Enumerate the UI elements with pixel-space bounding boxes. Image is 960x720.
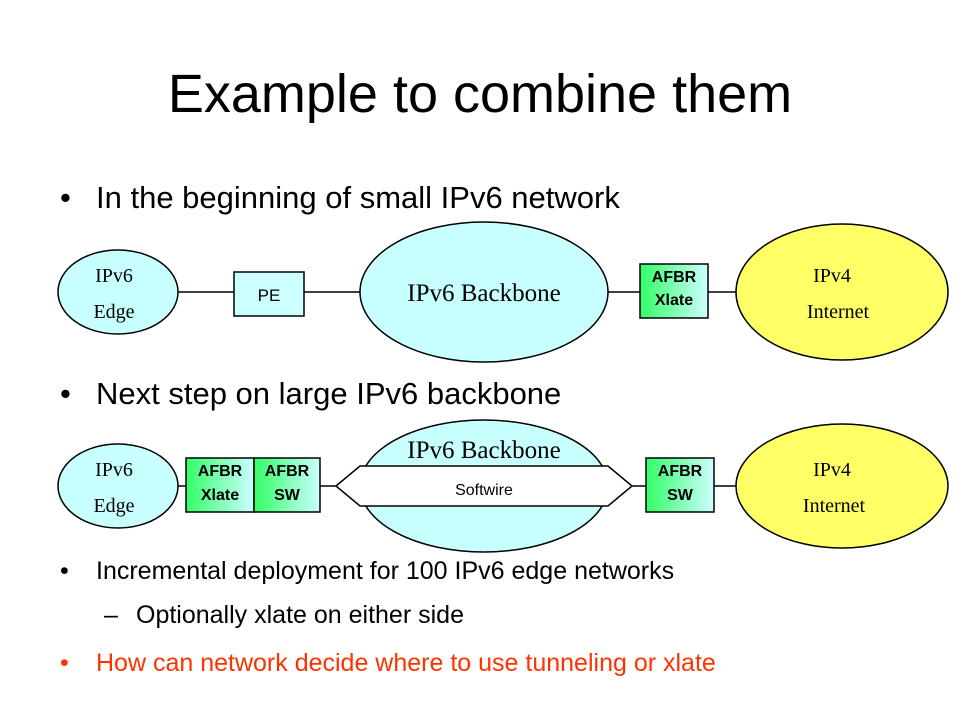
ipv6-edge2-label-1: IPv6 — [95, 459, 133, 481]
sub-bullet: – Optionally xlate on either side — [104, 600, 904, 630]
ipv6-edge-label-1: IPv6 — [95, 265, 133, 287]
afbr-sw-left-box — [253, 457, 321, 513]
bullet-dot: • — [60, 557, 69, 585]
afbr-sw-right-label-1: AFBR — [658, 463, 703, 480]
ipv4-internet2-label-2: Internet — [803, 495, 866, 517]
softwire-tunnel — [334, 465, 634, 507]
afbr-xlate-box — [639, 263, 709, 319]
ipv4-internet-node — [735, 223, 949, 361]
bullet-3-text: Incremental deployment for 100 IPv6 edge… — [96, 557, 675, 585]
ipv6-backbone-label: IPv6 Backbone — [407, 280, 560, 307]
afbr-xlate2-label-2: Xlate — [201, 487, 239, 504]
ipv6-backbone2-label: IPv6 Backbone — [407, 437, 560, 464]
ipv4-internet-label-2: Internet — [807, 301, 870, 323]
afbr-sw-right-label-2: SW — [667, 487, 694, 504]
ipv6-edge-label-2: Edge — [93, 301, 134, 323]
bullet-dot: • — [60, 376, 71, 411]
sub-bullet-text: Optionally xlate on either side — [136, 601, 464, 629]
diagram-small-network: IPv6 Edge PE IPv6 Backbone AFBR Xlate IP… — [57, 221, 949, 363]
afbr-sw-left-label-2: SW — [274, 487, 301, 504]
softwire-label: Softwire — [455, 482, 513, 499]
afbr-sw-left-label-1: AFBR — [265, 463, 310, 480]
afbr-xlate-box-2 — [185, 457, 255, 513]
bullet-3: • Incremental deployment for 100 IPv6 ed… — [60, 556, 920, 586]
afbr-xlate2-label-1: AFBR — [198, 463, 243, 480]
slide-title: Example to combine them — [167, 64, 793, 124]
bullet-4-text: How can network decide where to use tunn… — [96, 649, 716, 677]
bullet-1-text: In the beginning of small IPv6 network — [96, 180, 620, 215]
bullet-dot: • — [60, 649, 69, 677]
ipv4-internet-label-1: IPv4 — [813, 265, 851, 287]
afbr-sw-right-box — [645, 457, 715, 513]
ipv6-edge-node-2 — [57, 443, 179, 529]
bullet-1: • In the beginning of small IPv6 network — [60, 180, 920, 216]
diagram-large-backbone: IPv6 Edge IPv6 Backbone AFBR Xlate AFBR … — [57, 419, 949, 553]
dash-symbol: – — [104, 601, 118, 629]
afbr-label-1: AFBR — [652, 269, 697, 286]
ipv6-edge2-label-2: Edge — [93, 495, 134, 517]
bullet-dot: • — [60, 180, 71, 215]
bullet-4: • How can network decide where to use tu… — [60, 648, 920, 678]
pe-box — [233, 271, 305, 317]
ipv6-backbone-node — [359, 221, 609, 363]
ipv4-internet-node-2 — [735, 423, 949, 549]
pe-label: PE — [258, 286, 281, 305]
bullet-2: • Next step on large IPv6 backbone — [60, 376, 920, 412]
ipv4-internet2-label-1: IPv4 — [813, 459, 851, 481]
ipv6-edge-node — [57, 249, 179, 335]
afbr-label-2: Xlate — [655, 292, 693, 309]
bullet-2-text: Next step on large IPv6 backbone — [96, 376, 562, 411]
